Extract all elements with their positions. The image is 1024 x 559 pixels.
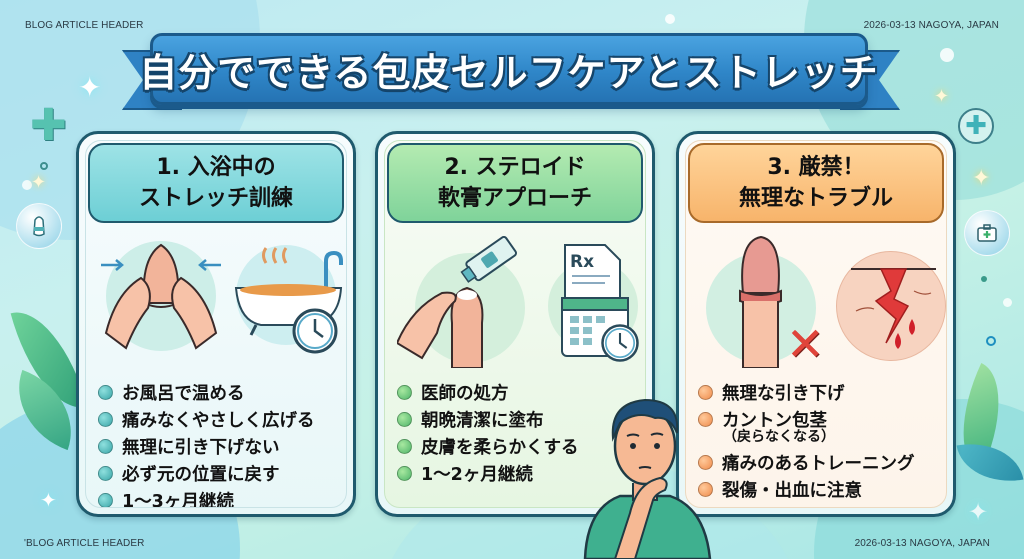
card-body: 1. 入浴中の ストレッチ訓練 [85, 140, 347, 508]
list-item-text: 痛みなくやさしく広げる [122, 411, 315, 431]
bubble-medkit-icon [964, 210, 1010, 256]
card-steroid-ointment: 2. ステロイド 軟膏アプローチ Rx [375, 131, 655, 517]
hands-stretch-icon [101, 243, 221, 350]
clock-icon [601, 324, 639, 362]
medical-cross-icon: ✚ [30, 100, 67, 151]
list-item-text: 必ず元の位置に戻す [122, 465, 280, 485]
card-bath-stretch: 1. 入浴中の ストレッチ訓練 [76, 131, 356, 517]
bullet-dot-icon [698, 412, 713, 427]
page-title: 自分でできる包皮セルフケアとストレッチ [139, 50, 879, 95]
list-item: 医師の処方 [397, 379, 639, 406]
ointment-tube-icon [397, 235, 517, 368]
skin-tear-icon [851, 268, 936, 349]
list-item: 裂傷・出血に注意 [698, 476, 940, 503]
blood-drop-icon [895, 333, 901, 349]
bullet-dot-icon [397, 385, 412, 400]
bullet-dot-icon [98, 412, 113, 427]
list-item: 1〜2ヶ月継続 [397, 460, 639, 487]
list-item-text: 1〜2ヶ月継続 [421, 465, 533, 485]
sparkle-icon: ✦ [968, 498, 989, 526]
header-label-bottom-left: 'BLOG ARTICLE HEADER [24, 538, 145, 549]
card-body: 2. ステロイド 軟膏アプローチ Rx [384, 140, 646, 508]
bullet-list: 無理な引き下げ カントン包茎 （戻らなくなる） 痛みのあるトレーニング 裂傷・出… [698, 379, 940, 503]
list-item-subtext: （戻らなくなる） [723, 429, 835, 445]
card-heading-line1: 1. 入浴中の [156, 155, 276, 180]
bullet-dot-icon [98, 439, 113, 454]
list-item-text: 医師の処方 [421, 384, 509, 404]
list-item-text: お風呂で温める [122, 384, 245, 404]
card-heading: 3. 厳禁！ 無理なトラブル [688, 143, 944, 223]
card-heading-line1: 3. 厳禁！ [767, 155, 865, 180]
list-item: 朝晩清潔に塗布 [397, 406, 639, 433]
bullet-list: 医師の処方 朝晩清潔に塗布 皮膚を柔らかくする 1〜2ヶ月継続 [397, 379, 639, 487]
card-heading-line2: 無理なトラブル [738, 186, 893, 211]
list-item-text: 裂傷・出血に注意 [722, 481, 862, 501]
bullet-list: お風呂で温める 痛みなくやさしく広げる 無理に引き下げない 必ず元の位置に戻す … [98, 379, 340, 508]
list-item-text: 痛みのあるトレーニング [722, 454, 915, 474]
dot-decoration [40, 162, 48, 170]
dot-decoration [940, 48, 954, 62]
bullet-dot-icon [698, 455, 713, 470]
sparkle-icon: ✦ [78, 71, 102, 104]
list-item-text: 無理に引き下げない [122, 438, 280, 458]
bullet-dot-icon [698, 482, 713, 497]
sparkle-icon: ✦ [40, 488, 57, 512]
bullet-dot-icon [98, 385, 113, 400]
prohibited-x-icon: ✕ [786, 317, 825, 371]
list-item: 1〜3ヶ月継続 [98, 487, 340, 508]
list-item: 無理に引き下げない [98, 433, 340, 460]
svg-text:Rx: Rx [570, 252, 594, 272]
dot-decoration [981, 276, 987, 282]
bullet-dot-icon [397, 412, 412, 427]
list-item: 痛みのあるトレーニング [698, 449, 940, 476]
list-item: 無理な引き下げ [698, 379, 940, 406]
blood-drop-icon [909, 319, 915, 335]
card-illustration: Rx [385, 233, 645, 373]
list-item-text: カントン包茎 [722, 411, 827, 431]
bullet-dot-icon [98, 493, 113, 507]
card-illustration [86, 233, 346, 373]
dot-decoration [1003, 298, 1012, 307]
list-item-text: 無理な引き下げ [722, 384, 845, 404]
clock-icon [292, 308, 338, 354]
list-item: お風呂で温める [98, 379, 340, 406]
card-heading: 1. 入浴中の ストレッチ訓練 [88, 143, 344, 223]
medkit-icon [977, 224, 997, 242]
card-heading-line2: 軟膏アプローチ [437, 186, 592, 211]
dot-decoration [665, 14, 675, 24]
list-item-text: 1〜3ヶ月継続 [122, 492, 234, 508]
bubble-bottle-icon [16, 203, 62, 249]
thinking-man-illustration [583, 398, 712, 559]
card-body: 3. 厳禁！ 無理なトラブル ✕ 無理な引き下げ カントン包茎 （戻らな [685, 140, 947, 508]
list-item-text: 皮膚を柔らかくする [421, 438, 579, 458]
title-banner: 自分でできる包皮セルフケアとストレッチ [139, 33, 878, 105]
bottle-icon [33, 216, 45, 237]
list-item: 皮膚を柔らかくする [397, 433, 639, 460]
medical-plus-badge-icon: ✚ [958, 108, 994, 144]
sparkle-icon: ✦ [934, 86, 950, 107]
card-heading-line2: ストレッチ訓練 [138, 186, 293, 211]
list-item: 痛みなくやさしく広げる [98, 406, 340, 433]
sparkle-icon: ✦ [972, 166, 991, 191]
header-label-top-left: BLOG ARTICLE HEADER [25, 20, 144, 31]
list-item: カントン包茎 [698, 406, 940, 433]
bullet-dot-icon [397, 466, 412, 481]
date-location-top-right: 2026-03-13 NAGOYA, JAPAN [863, 20, 999, 31]
date-location-bottom-right: 2026-03-13 NAGOYA, JAPAN [854, 538, 990, 549]
card-heading: 2. ステロイド 軟膏アプローチ [387, 143, 643, 223]
list-item: 必ず元の位置に戻す [98, 460, 340, 487]
dot-decoration [986, 336, 996, 346]
sparkle-icon: ✦ [31, 172, 47, 193]
card-heading-line1: 2. ステロイド [444, 155, 586, 180]
bullet-dot-icon [98, 466, 113, 481]
prohibited-stretch-icon [739, 235, 782, 368]
bullet-dot-icon [397, 439, 412, 454]
list-item-text: 朝晩清潔に塗布 [421, 411, 544, 431]
card-illustration: ✕ [686, 233, 946, 373]
bullet-dot-icon [698, 385, 713, 400]
card-prohibited-troubles: 3. 厳禁！ 無理なトラブル ✕ 無理な引き下げ カントン包茎 （戻らな [676, 131, 956, 517]
dot-decoration [22, 180, 32, 190]
